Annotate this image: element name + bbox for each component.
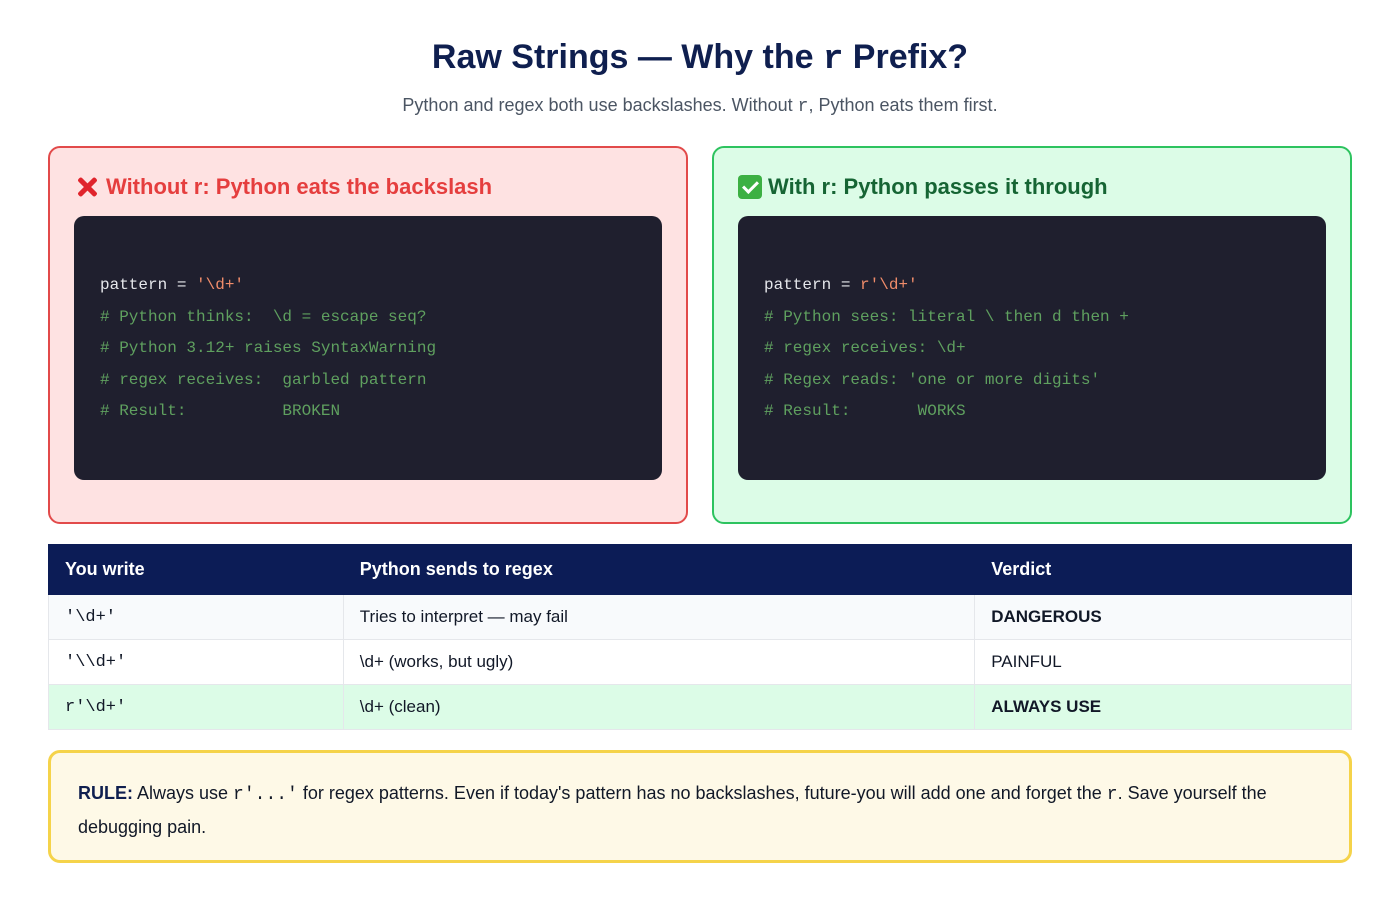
col-header-you-write: You write <box>48 544 344 595</box>
code-comment: # Python 3.12+ raises SyntaxWarning <box>100 339 437 357</box>
cell-you-write: '\d+' <box>48 594 344 640</box>
with-r-panel: With r: Python passes it through pattern… <box>712 146 1352 524</box>
code-comment: # Regex reads: 'one or more digits' <box>764 370 1101 389</box>
page-subtitle: Python and regex both use backslashes. W… <box>402 95 998 117</box>
rule-label: RULE: <box>78 783 133 803</box>
rule-code-r: r <box>1106 785 1118 805</box>
table-row: '\\d+' \d+ (works, but ugly) PAINFUL <box>48 639 1352 685</box>
cell-python-sends: \d+ (clean) <box>342 684 976 730</box>
cell-python-sends: \d+ (works, but ugly) <box>342 639 976 685</box>
table-row: r'\d+' \d+ (clean) ALWAYS USE <box>48 684 1352 730</box>
without-r-heading: Without r: Python eats the backslash <box>74 172 662 202</box>
table-header-row: You write Python sends to regex Verdict <box>48 544 1352 595</box>
cross-mark-icon <box>74 174 100 200</box>
rule-callout: RULE: Always use r'...' for regex patter… <box>48 750 1352 863</box>
col-header-verdict: Verdict <box>974 544 1352 595</box>
code-line: pattern = r'\d+' <box>764 276 918 294</box>
code-line: pattern = '\d+' <box>100 276 245 294</box>
cell-you-write: r'\d+' <box>48 684 344 730</box>
subtitle-code-r: r <box>797 97 809 117</box>
cell-python-sends: Tries to interpret — may fail <box>342 594 976 640</box>
code-comment: # Python thinks: \d = escape seq? <box>100 307 427 326</box>
page-title: Raw Strings — Why the r Prefix? <box>431 38 969 79</box>
without-r-panel: Without r: Python eats the backslash pat… <box>48 146 688 524</box>
cell-verdict: ALWAYS USE <box>974 684 1352 730</box>
code-comment: # regex receives: garbled pattern <box>100 370 427 389</box>
code-comment: # Result: WORKS <box>764 402 966 420</box>
code-comment: # Python sees: literal \ then d then + <box>764 307 1129 326</box>
without-r-code-block: pattern = '\d+' # Python thinks: \d = esc… <box>74 216 662 480</box>
rule-code-raw-string: r'...' <box>233 785 298 805</box>
code-comment: # regex receives: \d+ <box>764 339 966 357</box>
cell-verdict: PAINFUL <box>974 639 1352 685</box>
with-r-code-block: pattern = r'\d+' # Python sees: literal \… <box>738 216 1326 480</box>
title-code-r: r <box>822 41 844 79</box>
table-row: '\d+' Tries to interpret — may fail DANG… <box>48 594 1352 640</box>
col-header-python-sends: Python sends to regex <box>342 544 976 595</box>
code-comment: # Result: BROKEN <box>100 402 341 420</box>
cell-verdict: DANGEROUS <box>974 594 1352 640</box>
comparison-table: You write Python sends to regex Verdict … <box>48 544 1352 730</box>
with-r-heading: With r: Python passes it through <box>738 172 1326 202</box>
cell-you-write: '\\d+' <box>48 639 344 685</box>
check-mark-icon <box>738 175 762 199</box>
